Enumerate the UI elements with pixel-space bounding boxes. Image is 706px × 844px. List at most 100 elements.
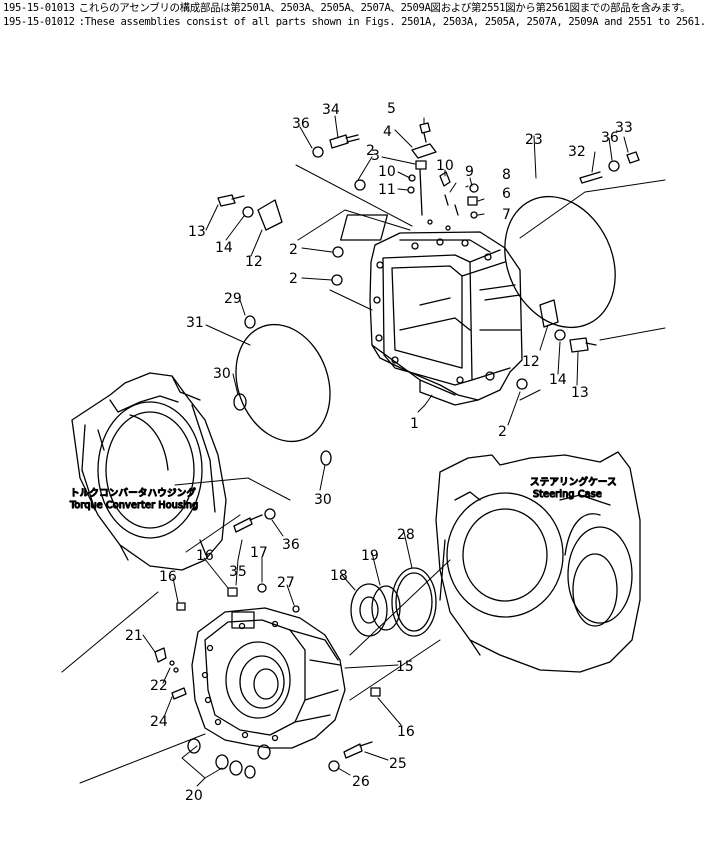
callout-13: 13	[188, 224, 206, 240]
screw-22a	[169, 660, 175, 666]
part-code-1: 195-15-01013	[3, 2, 75, 14]
callout-33: 33	[615, 120, 633, 136]
header-text-english: :These assemblies consist of all parts s…	[78, 16, 706, 28]
callout-18: 18	[330, 568, 348, 584]
torque-converter-housing-drawing	[71, 372, 227, 571]
plug-5	[419, 122, 431, 143]
callout-8: 8	[502, 167, 511, 183]
bracket-12b	[539, 299, 559, 328]
gasket-31	[235, 323, 331, 443]
lower-transmission-case	[191, 607, 346, 749]
callout-19: 19	[361, 548, 379, 564]
part-code-2: 195-15-01012	[3, 16, 75, 28]
washer-36c	[264, 508, 276, 520]
callout-14: 14	[549, 372, 567, 388]
callout-numbers: 34 5 36 4 3 2 10 10 11 9 8 6 7 23 32 36 …	[125, 101, 633, 804]
gasket-28	[391, 567, 437, 637]
seal-11	[407, 186, 415, 194]
o-ring-20c	[229, 760, 243, 776]
o-ring-20b	[215, 754, 229, 770]
callout-12: 12	[245, 254, 263, 270]
o-ring-29	[244, 315, 256, 329]
nut-33	[626, 151, 640, 164]
plate-4	[411, 143, 437, 159]
plug-2b	[332, 246, 344, 258]
gasket-23	[504, 195, 616, 329]
plug-16c	[370, 687, 381, 697]
seal-7	[470, 211, 478, 219]
bolt-13a	[217, 194, 245, 207]
callout-31: 31	[186, 315, 204, 331]
washer-36a	[312, 146, 324, 158]
callout-32: 32	[568, 144, 586, 160]
plug-3	[415, 160, 427, 170]
washer-14b	[554, 329, 566, 341]
callout-16: 16	[159, 569, 177, 585]
o-ring-20e	[257, 744, 271, 760]
callout-2: 2	[289, 271, 298, 287]
pin-9	[444, 194, 459, 216]
header-line-english: 195-15-01012:These assemblies consist of…	[3, 16, 706, 28]
o-ring-30b	[320, 450, 332, 466]
leader-lines	[61, 115, 666, 787]
callout-2: 2	[498, 424, 507, 440]
plug-16b	[176, 602, 186, 611]
plug-6	[467, 196, 478, 206]
o-ring-20d	[244, 765, 256, 779]
callout-16: 16	[397, 724, 415, 740]
callout-29: 29	[224, 291, 242, 307]
callout-2: 2	[366, 143, 375, 159]
steering-case-label-en: Steering Case	[533, 489, 602, 500]
header-text-japanese: これらのアセンブリの構成部品は第2501A、2503A、2505A、2507A、…	[78, 2, 691, 14]
callout-30: 30	[213, 366, 231, 382]
bolt-25	[343, 741, 373, 759]
seal-10b	[439, 171, 451, 187]
callout-25: 25	[389, 756, 407, 772]
callout-28: 28	[397, 527, 415, 543]
callout-24: 24	[150, 714, 168, 730]
callout-14: 14	[215, 240, 233, 256]
callout-21: 21	[125, 628, 143, 644]
callout-36: 36	[601, 130, 619, 146]
washer-36b	[608, 160, 620, 172]
callout-23: 23	[525, 132, 543, 148]
callout-10: 10	[436, 158, 454, 174]
callout-26: 26	[352, 774, 370, 790]
callout-30: 30	[314, 492, 332, 508]
screw-22b	[173, 667, 179, 673]
callout-10: 10	[378, 164, 396, 180]
callout-9: 9	[465, 164, 474, 180]
callout-6: 6	[502, 186, 511, 202]
callout-27: 27	[277, 575, 295, 591]
callout-4: 4	[383, 124, 392, 140]
plug-2a	[354, 179, 366, 191]
o-ring-20a	[187, 738, 201, 754]
callout-36: 36	[292, 116, 310, 132]
callout-17: 17	[250, 545, 268, 561]
callout-13: 13	[571, 385, 589, 401]
callout-1: 1	[410, 416, 419, 432]
torque-converter-label-jp: トルクコンバータハウジング	[70, 487, 196, 499]
fitting-17	[257, 583, 267, 593]
callout-5: 5	[387, 101, 396, 117]
main-transmission-case	[340, 214, 523, 406]
callout-35: 35	[229, 564, 247, 580]
callout-15: 15	[396, 659, 414, 675]
bolt-34	[329, 134, 360, 149]
plug-2d	[516, 378, 528, 390]
gasket-28-inner	[395, 572, 433, 632]
washer-8	[469, 183, 479, 193]
washer-14a	[242, 206, 254, 218]
callout-22: 22	[150, 678, 168, 694]
callout-11: 11	[378, 182, 396, 198]
bolt-35	[233, 514, 263, 533]
washer-26	[328, 760, 340, 772]
callout-20: 20	[185, 788, 203, 804]
bolt-13b	[569, 337, 597, 353]
callout-3: 3	[371, 148, 380, 164]
steering-case-drawing	[435, 451, 641, 673]
pipe-3	[419, 169, 423, 216]
pin-24	[171, 687, 187, 700]
